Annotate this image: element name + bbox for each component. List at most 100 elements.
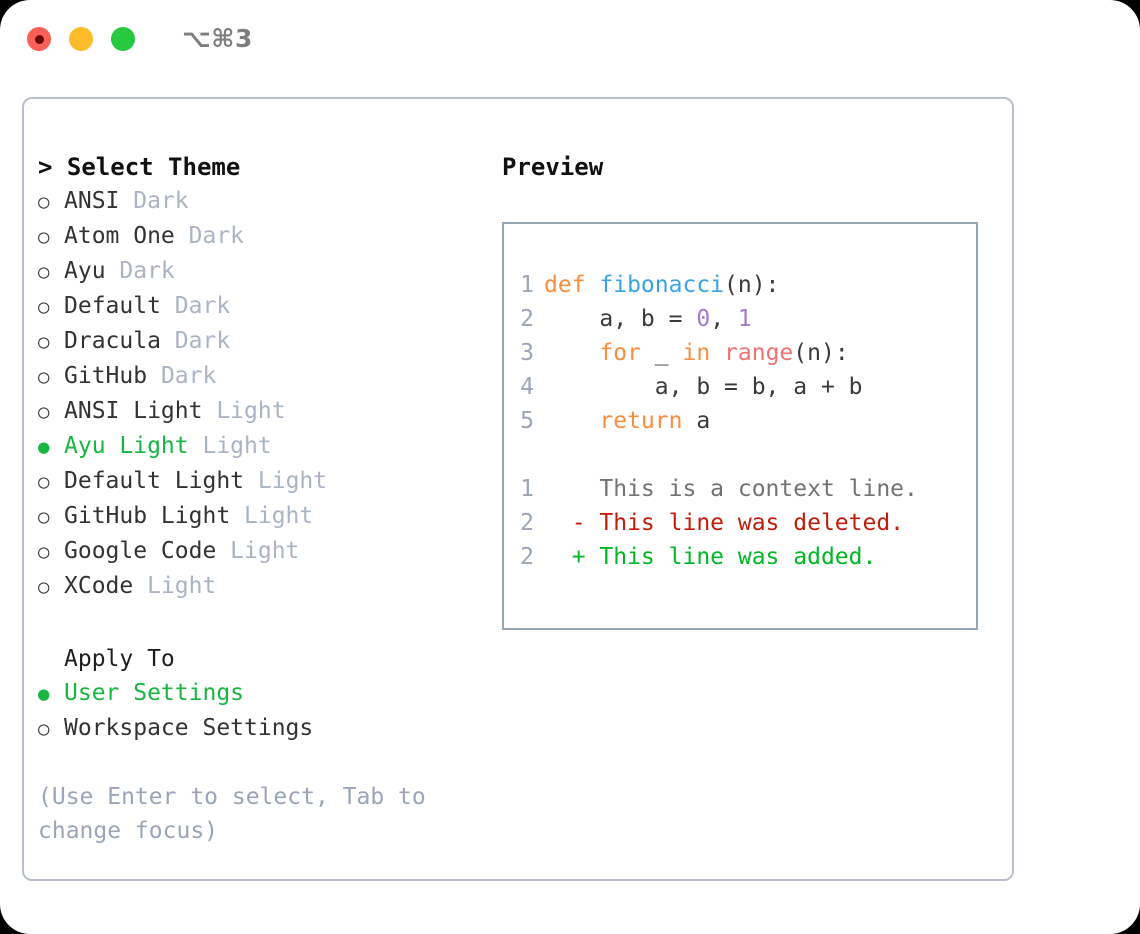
theme-option-ayu-light[interactable]: ● Ayu Light Light [38,429,498,464]
theme-option-variant: Dark [174,293,231,319]
radio-unselected-icon: ○ [38,471,50,493]
code-token-pl: _ [640,340,683,366]
line-number: 3 [520,340,534,366]
close-button[interactable] [27,27,51,51]
theme-option-github-light[interactable]: ○ GitHub Light Light [38,499,498,534]
theme-option-label: Ayu [64,258,120,284]
theme-option-label: ANSI [64,188,134,214]
theme-option-label: Dracula [64,328,175,354]
line-number: 2 [520,510,534,536]
code-token-num: 0 [696,306,711,332]
theme-option-label: Atom One [64,223,189,249]
theme-option-variant: Dark [119,258,175,284]
apply-to-option-user-settings[interactable]: ● User Settings [38,676,498,711]
theme-option-variant: Light [202,433,272,459]
radio-unselected-icon: ○ [38,366,50,388]
apply-to-option-label: Workspace Settings [64,715,314,741]
code-token-pl [544,340,599,366]
theme-option-variant: Dark [174,328,231,354]
line-number: 4 [520,374,534,400]
code-token-pl: , [710,306,738,332]
diff-sample: 1 This is a context line.2 - This line w… [520,472,970,574]
content-panel: > Select Theme ○ANSI Dark○Atom One Dark○… [22,97,1014,881]
radio-unselected-icon: ○ [38,576,50,598]
theme-option-ansi-light[interactable]: ○ANSI Light Light [38,394,498,429]
select-theme-heading: > Select Theme [38,153,241,181]
radio-unselected-icon: ○ [38,718,50,740]
code-line: 5 return a [520,404,970,438]
theme-option-variant: Dark [188,223,245,249]
line-number: 5 [520,408,534,434]
preview-heading: Preview [502,153,604,181]
minimize-button[interactable] [69,27,93,51]
theme-option-label: Default Light [64,468,258,494]
theme-picker-column: > Select Theme ○ANSI Dark○Atom One Dark○… [38,150,498,848]
theme-option-variant: Light [257,468,328,494]
code-token-kw: def [544,272,600,298]
code-token-kw: in [682,340,711,366]
diff-line-ctx: 1 This is a context line. [520,472,970,506]
theme-option-variant: Light [244,503,314,529]
radio-selected-icon: ● [38,436,50,458]
code-token-pl [544,408,599,434]
code-token-pl: (n): [793,340,849,366]
spacer [38,604,498,642]
apply-to-option-workspace-settings[interactable]: ○ Workspace Settings [38,711,498,746]
diff-line-text: + This line was added. [544,544,877,570]
code-line: 4 a, b = b, a + b [520,370,970,404]
code-token-bi: range [724,340,794,366]
radio-unselected-icon: ○ [38,226,50,248]
theme-option-variant: Light [216,398,286,424]
maximize-button[interactable] [111,27,135,51]
theme-option-variant: Dark [133,188,189,214]
code-token-kw: return [599,408,683,434]
code-token-kw: for [599,340,641,366]
theme-option-ayu[interactable]: ○ Ayu Dark [38,254,498,289]
window-controls [27,27,135,51]
keyboard-hint-text: (Use Enter to select, Tab to change focu… [38,784,440,844]
theme-option-label: GitHub Light [64,503,245,529]
radio-unselected-icon: ○ [38,401,50,423]
theme-option-ansi[interactable]: ○ANSI Dark [38,184,498,219]
code-token-fn: fibonacci [599,272,725,298]
apply-to-list[interactable]: ● User Settings ○ Workspace Settings [38,676,498,746]
theme-option-variant: Light [147,573,217,599]
code-token-pl: a, b = b, a + b [544,374,863,400]
line-number: 1 [520,272,534,298]
diff-line-del: 2 - This line was deleted. [520,506,970,540]
radio-unselected-icon: ○ [38,261,50,283]
diff-line-text: - This line was deleted. [544,510,905,536]
theme-option-default-light[interactable]: ○ Default Light Light [38,464,498,499]
title-bar: ⌥⌘3 [0,0,1140,78]
spacer [520,438,970,472]
theme-option-variant: Light [230,538,300,564]
apply-to-heading: Apply To [64,646,175,672]
theme-option-default[interactable]: ○ Default Dark [38,289,498,324]
theme-option-label: Ayu Light [64,433,203,459]
theme-option-atom-one[interactable]: ○ Atom One Dark [38,219,498,254]
line-number: 2 [520,544,534,570]
radio-unselected-icon: ○ [38,331,50,353]
theme-option-label: Default [64,293,175,319]
theme-option-label: GitHub [64,363,161,389]
code-token-pl [710,340,724,366]
theme-list[interactable]: ○ANSI Dark○Atom One Dark○Ayu Dark○Defaul… [38,184,498,604]
radio-unselected-icon: ○ [38,541,50,563]
theme-option-xcode[interactable]: ○ XCode Light [38,569,498,604]
apply-to-option-label: User Settings [64,680,245,706]
radio-selected-icon: ● [38,683,50,705]
diff-line-add: 2 + This line was added. [520,540,970,574]
radio-unselected-icon: ○ [38,296,50,318]
theme-option-google-code[interactable]: ○Google Code Light [38,534,498,569]
theme-option-variant: Dark [160,363,217,389]
radio-unselected-icon: ○ [38,506,50,528]
code-line: 3 for _ in range(n): [520,336,970,370]
diff-line-text: This is a context line. [544,476,918,502]
theme-option-github[interactable]: ○ GitHub Dark [38,359,498,394]
theme-option-dracula[interactable]: ○ Dracula Dark [38,324,498,359]
theme-option-label: XCode [64,573,148,599]
